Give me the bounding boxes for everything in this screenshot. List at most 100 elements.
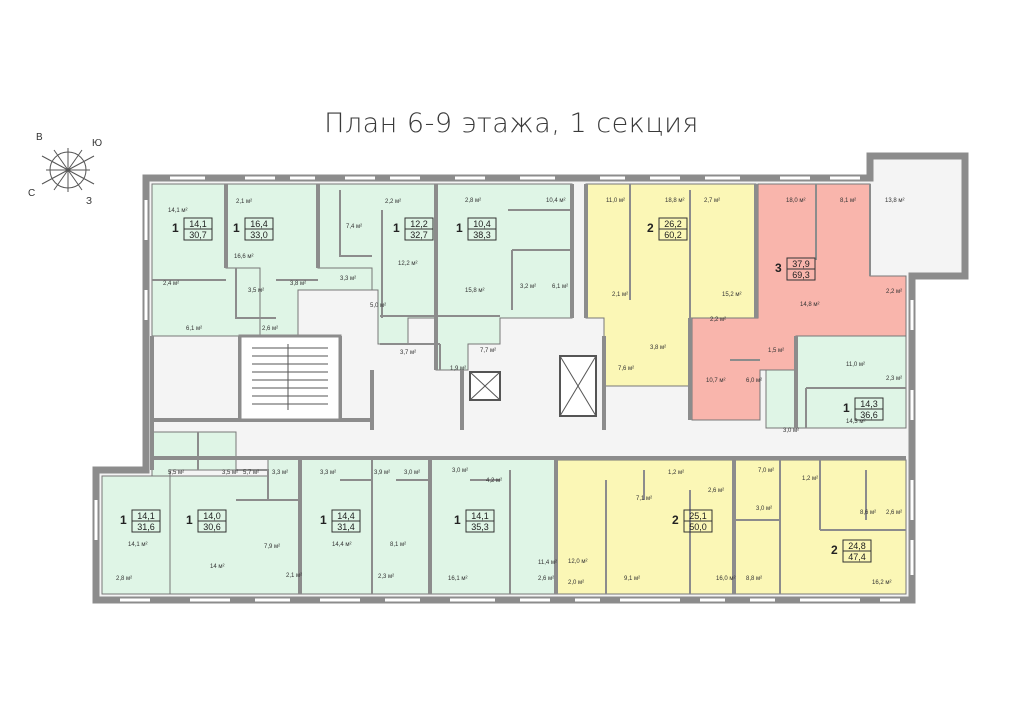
room-area-label: 2,2 м² — [886, 289, 902, 295]
room-area-label: 7,4 м² — [346, 224, 362, 230]
room-area-label: 11,4 м² — [538, 560, 557, 566]
apartment-total-area: 69,3 — [792, 270, 810, 280]
room-area-label: 16,1 м² — [448, 576, 467, 582]
apartment-total-area: 47,4 — [848, 552, 866, 562]
apartment-rooms: 1 — [120, 513, 127, 527]
room-area-label: 1,5 м² — [768, 348, 784, 354]
room-area-label: 2,3 м² — [378, 574, 394, 580]
room-area-label: 12,2 м² — [398, 261, 417, 267]
room-area-label: 3,2 м² — [520, 284, 536, 290]
room-area-label: 3,3 м² — [340, 276, 356, 282]
room-area-label: 1,9 м² — [450, 366, 466, 372]
apartment-rooms: 3 — [775, 261, 782, 275]
room-area-label: 2,6 м² — [538, 576, 554, 582]
apartment-total-area: 38,3 — [473, 230, 491, 240]
apartment-total-area: 32,7 — [410, 230, 428, 240]
apartment-total-area: 60,2 — [664, 230, 682, 240]
room-area-label: 14,1 м² — [128, 542, 147, 548]
room-area-label: 16,6 м² — [234, 254, 253, 260]
room-area-label: 2,8 м² — [465, 198, 481, 204]
apartment-living-area: 24,8 — [848, 541, 866, 551]
room-area-label: 8,1 м² — [840, 198, 856, 204]
apartment-total-area: 36,6 — [860, 410, 878, 420]
stairwell — [238, 334, 342, 422]
room-area-label: 3,0 м² — [404, 470, 420, 476]
apartment-label-a7: 1 14,336,6 — [843, 397, 884, 421]
room-area-label: 2,7 м² — [704, 198, 720, 204]
room-area-label: 2,3 м² — [886, 376, 902, 382]
room-area-label: 3,0 м² — [783, 428, 799, 434]
apartment-rooms: 1 — [454, 513, 461, 527]
apartment-rooms: 1 — [456, 221, 463, 235]
room-area-label: 2,2 м² — [710, 317, 726, 323]
compass-rose-icon: В Ю С З — [28, 132, 102, 207]
room-partitions — [152, 184, 906, 594]
apartment-total-area: 35,3 — [471, 522, 489, 532]
apartment-living-area: 37,9 — [792, 259, 810, 269]
room-area-label: 8,1 м² — [390, 542, 406, 548]
apartment-total-area: 33,0 — [250, 230, 268, 240]
room-area-label: 6,1 м² — [552, 284, 568, 290]
room-area-label: 8,6 м² — [860, 510, 876, 516]
room-area-label: 2,1 м² — [612, 292, 628, 298]
room-area-label: 2,2 м² — [385, 199, 401, 205]
apartment-living-area: 25,1 — [689, 511, 707, 521]
room-area-label: 2,6 м² — [262, 326, 278, 332]
room-area-label: 3,0 м² — [756, 506, 772, 512]
room-area-label: 11,0 м² — [846, 362, 865, 368]
apartment-total-area: 31,6 — [137, 522, 155, 532]
room-area-label: 6,1 м² — [186, 326, 202, 332]
room-area-label: 2,0 м² — [568, 580, 584, 586]
apartment-living-area: 14,3 — [860, 399, 878, 409]
room-area-label: 16,2 м² — [872, 580, 891, 586]
room-area-label: 3,8 м² — [290, 281, 306, 287]
room-area-label: 4,2 м² — [486, 478, 502, 484]
room-area-label: 3,3 м² — [272, 470, 288, 476]
room-area-label: 2,1 м² — [236, 199, 252, 205]
apartment-rooms: 1 — [320, 513, 327, 527]
apartment-label-a6: 3 37,969,3 — [775, 257, 816, 281]
apartment-rooms: 1 — [843, 401, 850, 415]
room-area-label: 10,7 м² — [706, 378, 725, 384]
room-area-label: 1,2 м² — [802, 476, 818, 482]
room-area-label: 12,0 м² — [568, 559, 587, 565]
room-area-label: 3,5 м² — [248, 288, 264, 294]
apartment-label-a3: 1 12,232,7 — [393, 217, 434, 241]
room-area-label: 15,2 м² — [722, 292, 741, 298]
room-area-label: 7,6 м² — [618, 366, 634, 372]
apartment-rooms: 2 — [672, 513, 679, 527]
room-area-label: 15,8 м² — [465, 288, 484, 294]
room-area-label: 7,1 м² — [636, 496, 652, 502]
room-area-label: 14,8 м² — [800, 302, 819, 308]
compass-label-e: Ю — [92, 138, 102, 149]
apartment-living-area: 14,1 — [471, 511, 489, 521]
room-area-label: 14,4 м² — [332, 542, 351, 548]
compass-label-s: З — [86, 196, 92, 207]
apartment-rooms: 1 — [393, 221, 400, 235]
compass-label-w: С — [28, 188, 35, 199]
room-area-label: 11,0 м² — [606, 198, 625, 204]
apartment-living-area: 10,4 — [473, 219, 491, 229]
room-area-label: 10,4 м² — [546, 198, 565, 204]
room-area-label: 13,8 м² — [885, 198, 904, 204]
apartment-label-a4: 1 10,438,3 — [456, 217, 497, 241]
windows — [94, 176, 914, 602]
room-area-label: 5,5 м² — [168, 470, 184, 476]
room-area-label: 18,8 м² — [665, 198, 684, 204]
room-area-label: 8,8 м² — [746, 576, 762, 582]
apartment-zones — [101, 183, 907, 595]
apartment-rooms: 2 — [647, 221, 654, 235]
room-area-label: 9,1 м² — [624, 576, 640, 582]
room-area-label: 2,1 м² — [286, 573, 302, 579]
room-area-label: 2,6 м² — [708, 488, 724, 494]
room-area-label: 14,1 м² — [168, 208, 187, 214]
apartment-living-area: 12,2 — [410, 219, 428, 229]
room-area-label: 5,0 м² — [370, 303, 386, 309]
